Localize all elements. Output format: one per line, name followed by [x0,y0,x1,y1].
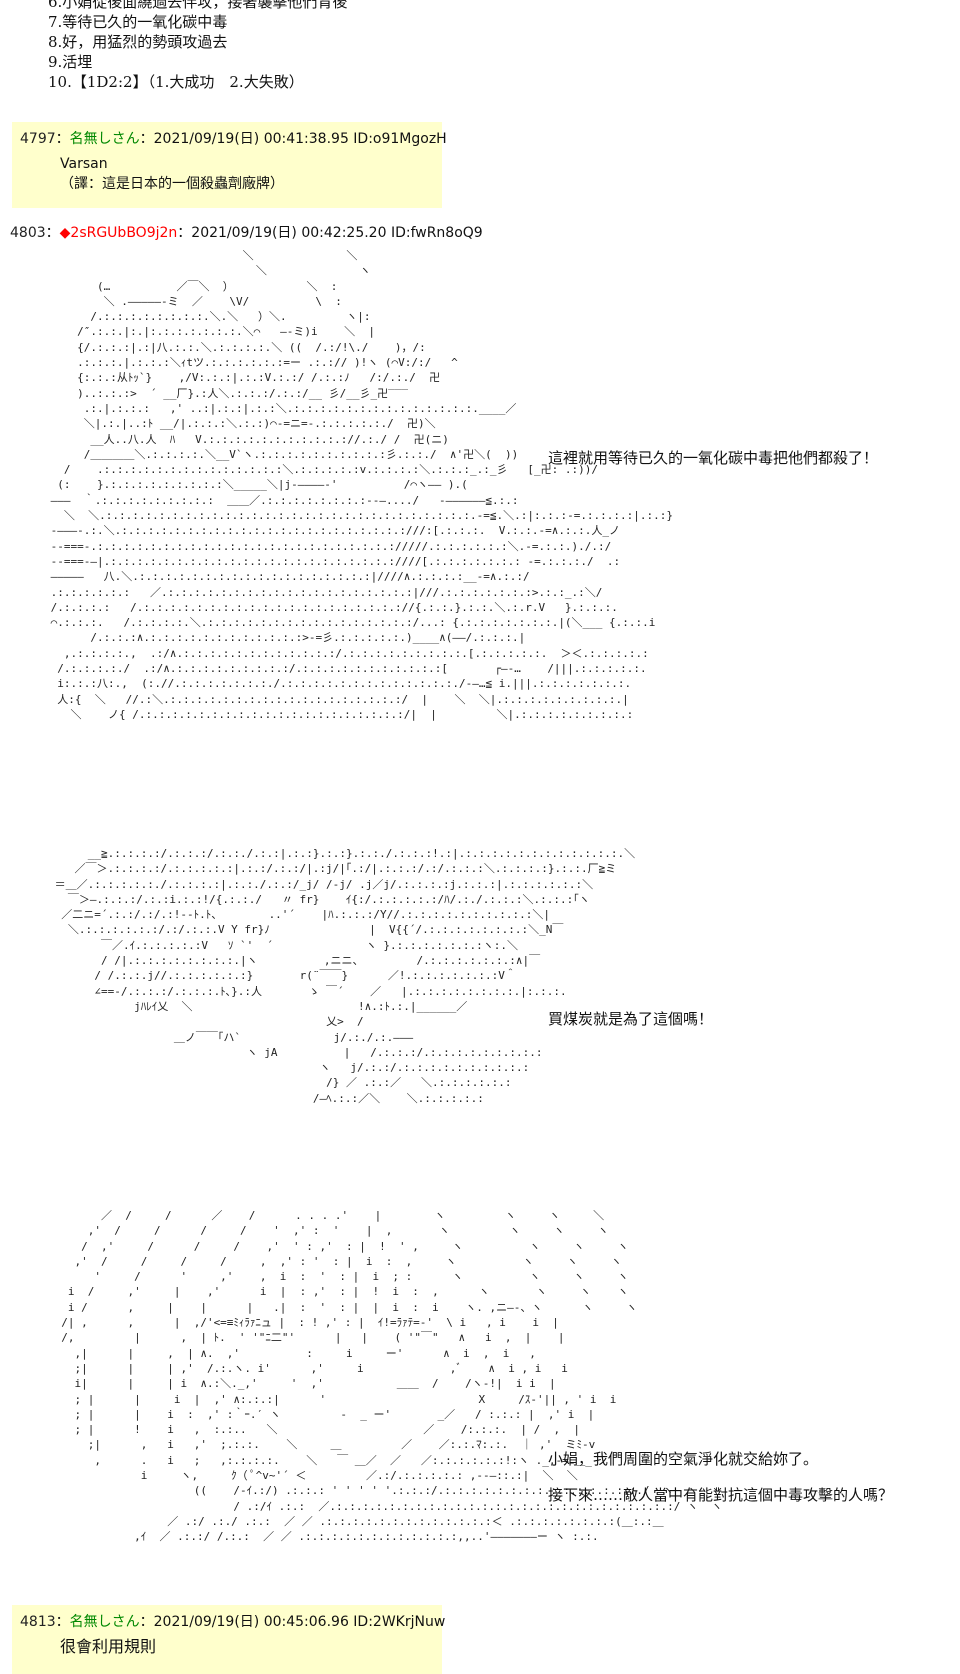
reply-body-line: Varsan [60,156,108,172]
choice-item: 6.小娟從後面繞過去伴攻，接著襲擊他們背後 [48,0,348,11]
reply-header: 4813：名無しさん：2021/09/19(日) 00:45:06.96 ID:… [20,1614,446,1630]
reply-4797: 4797：名無しさん：2021/09/19(日) 00:41:38.95 ID:… [12,122,447,208]
reply-4813: 4813：名無しさん：2021/09/19(日) 00:45:06.96 ID:… [12,1605,446,1674]
reply-body-line: 很會利用規則 [60,1637,157,1656]
poster-name: 名無しさん [69,1614,140,1630]
dialogue-caption: 這裡就用等待已久的一氧化碳中毒把他們都殺了！ [548,449,879,467]
choice-list: 6.小娟從後面繞過去伴攻，接著襲擊他們背後 7.等待已久的一氧化碳中毒 8.好，… [48,0,347,92]
post-number[interactable]: 4797 [20,131,56,147]
ascii-art-scene-1: ＼ ＼ ＼ ヽ (… ／￣＼ ） ＼ : ＼ .―――――-ミ ／ \V/ \ … [50,249,674,721]
choice-item: 8.好，用猛烈的勢頭攻過去 [48,33,228,51]
poster-name: 名無しさん [69,131,140,147]
post-number[interactable]: 4803 [10,225,46,241]
choice-item: 9.活埋 [48,53,93,71]
post-meta: ：2021/09/19(日) 00:41:38.95 ID:o91MgozH [139,131,447,147]
dialogue-caption: 接下來……敵人當中有能對抗這個中毒攻擊的人嗎？ [548,1486,894,1504]
dialogue-caption: 小娟，我們周圍的空氣淨化就交給妳了。 [548,1450,819,1468]
post-meta: ：2021/09/19(日) 00:42:25.20 ID:fwRn8oQ9 [177,225,483,241]
reply-header: 4797：名無しさん：2021/09/19(日) 00:41:38.95 ID:… [20,131,447,147]
post-number[interactable]: 4813 [20,1614,56,1630]
reply-body-line: （譯：這是日本的一個殺蟲劑廠牌） [60,176,284,192]
choice-item: 7.等待已久的一氧化碳中毒 [48,13,228,31]
dialogue-caption: 買煤炭就是為了這個嗎！ [548,1010,714,1028]
poster-trip: ◆2sRGUbBO9j2n [59,225,178,241]
post-meta: ：2021/09/19(日) 00:45:06.96 ID:2WKrjNuw [139,1614,446,1630]
ascii-art-scene-3: ／ / / ／ / . . . .' | ヽ ヽ ヽ ＼ ,' / / / / … [61,1209,723,1544]
post-header: 4803：◆2sRGUbBO9j2n：2021/09/19(日) 00:42:2… [10,225,483,241]
choice-item: 10.【1D2:2】（1.大成功 2.大失敗） [48,73,304,91]
ascii-art-scene-2: __≧.:.:.:.:/.:.:.:/.:.:./.:.:|.:.:}.:.:}… [54,847,636,1105]
